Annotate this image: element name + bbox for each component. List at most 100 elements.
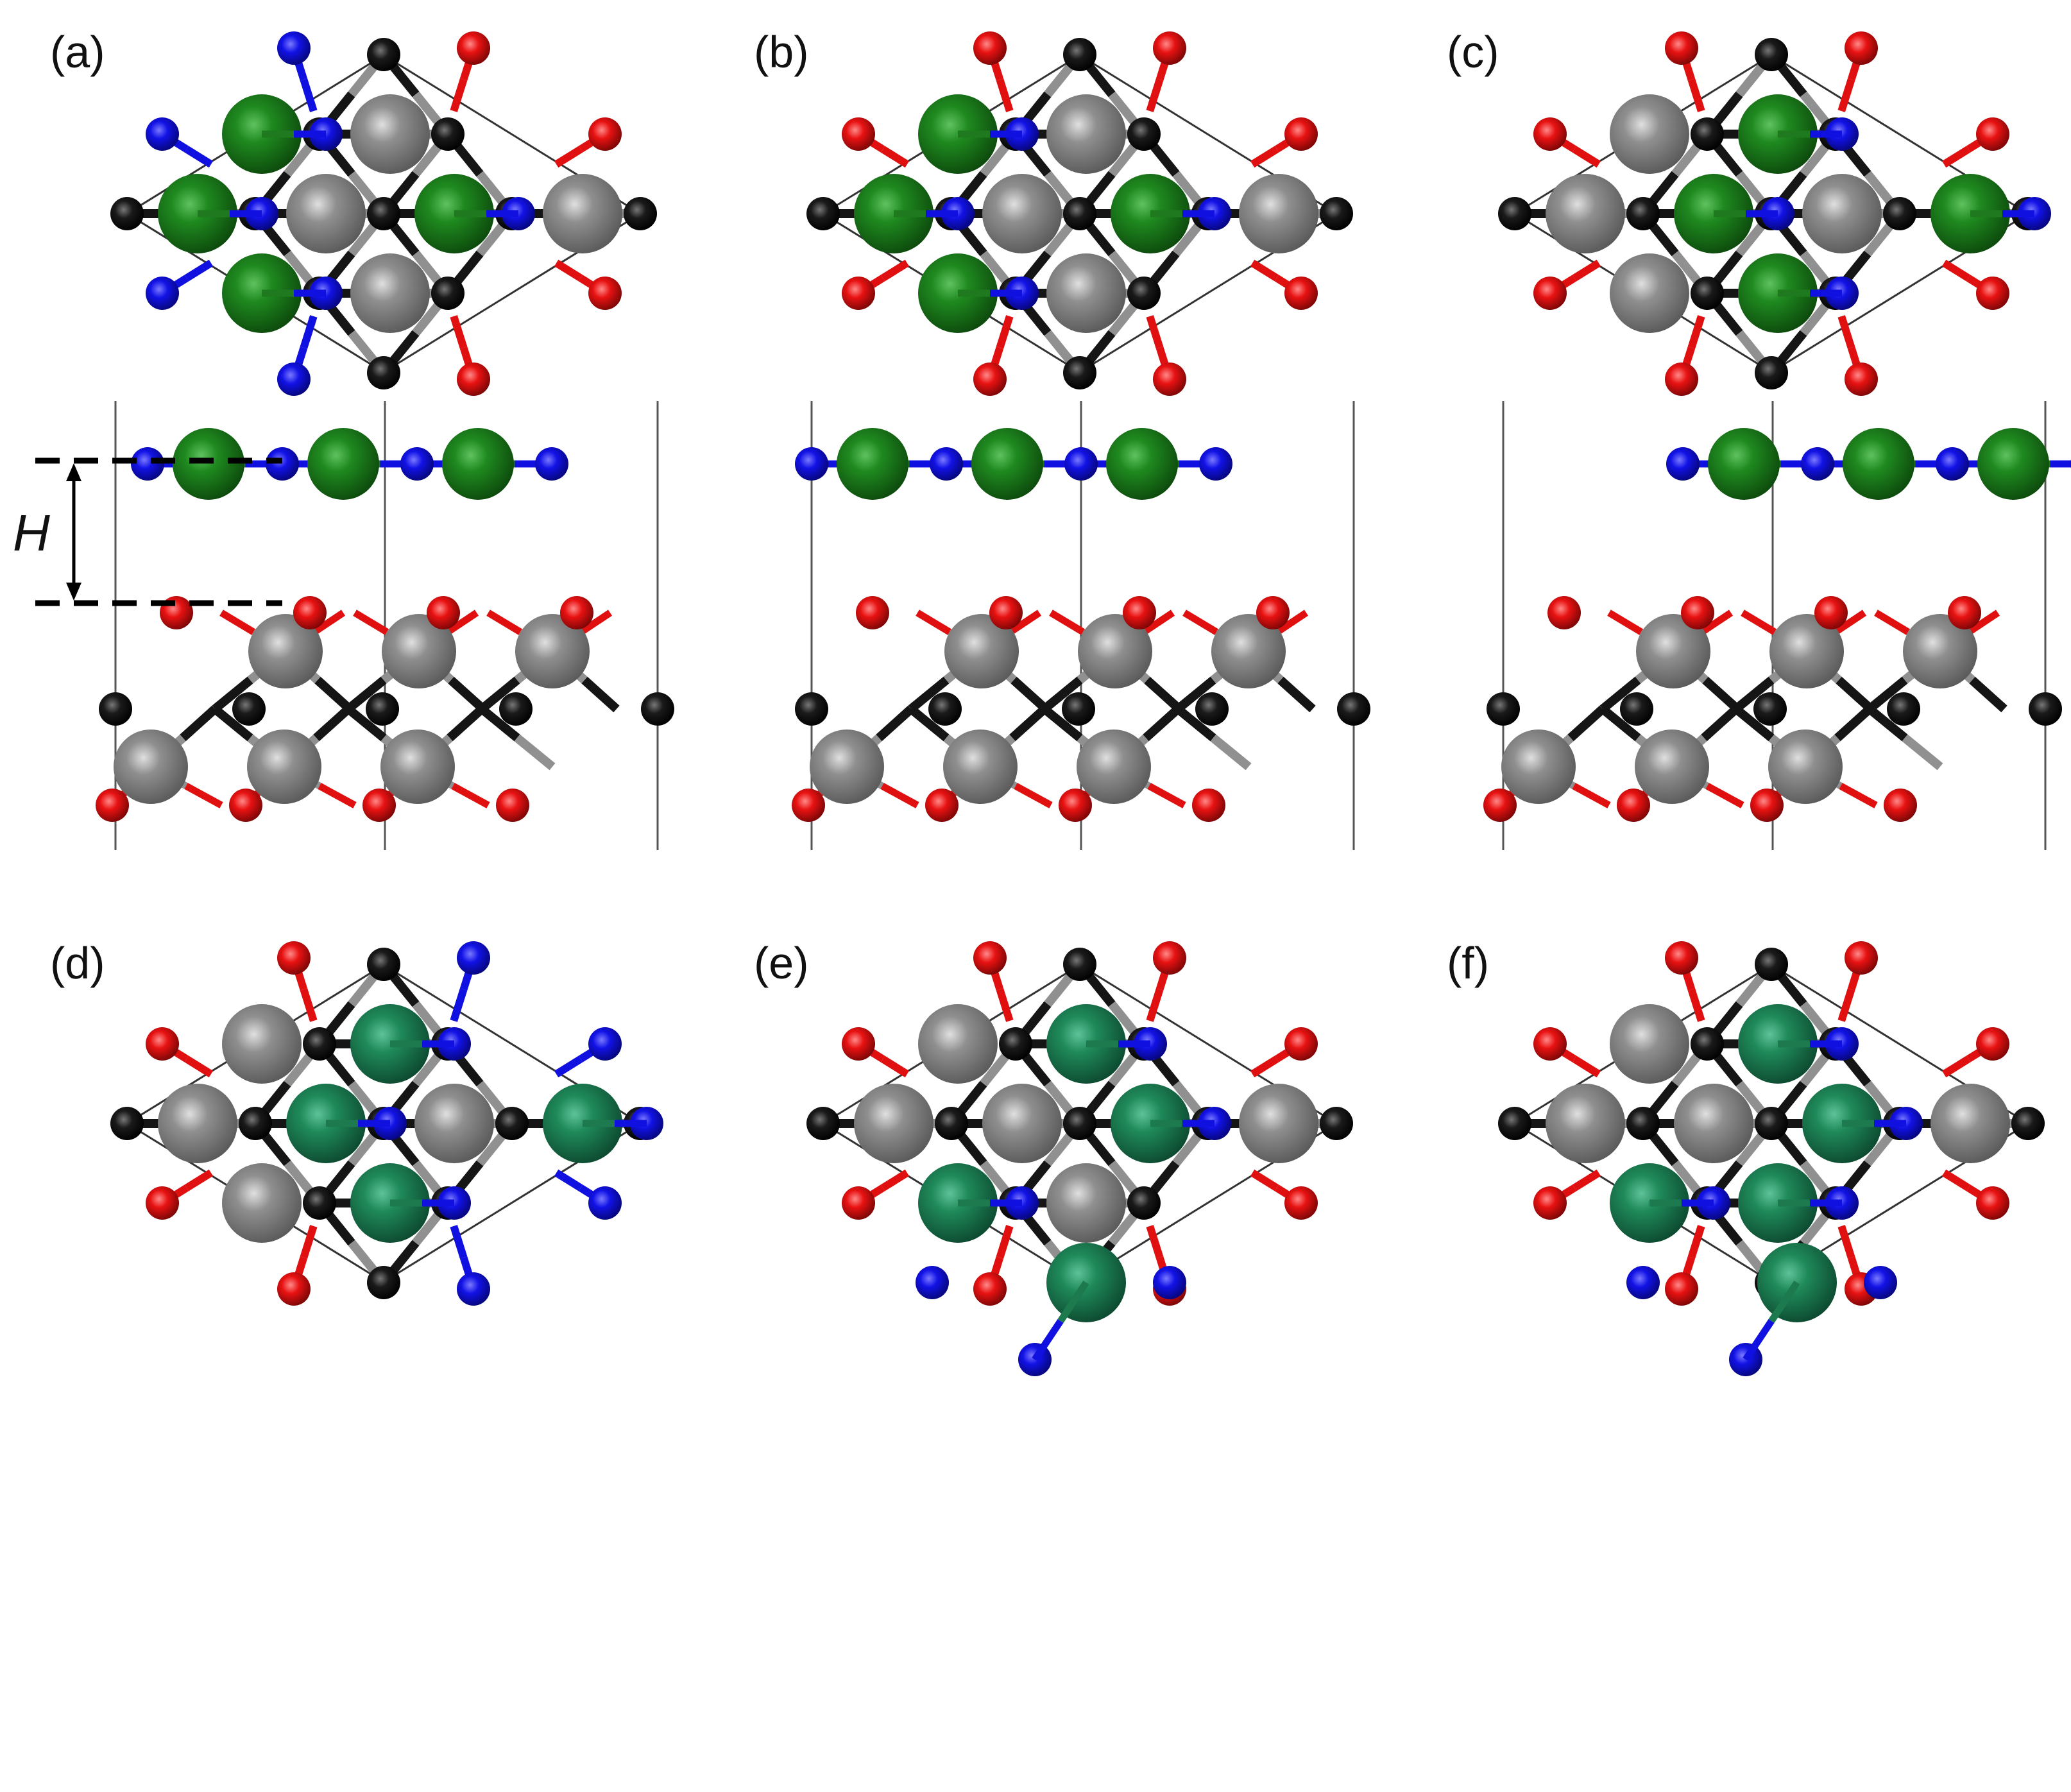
- atom: [2011, 1107, 2045, 1140]
- atom: [277, 363, 311, 396]
- atom: [944, 614, 1019, 688]
- atom: [457, 1272, 490, 1306]
- atom: [1883, 197, 1916, 230]
- atom: [795, 447, 828, 481]
- atom: [543, 174, 622, 253]
- atom: [380, 730, 455, 804]
- atom: [1284, 1027, 1318, 1061]
- atom: [1153, 31, 1186, 65]
- atom: [1610, 253, 1689, 333]
- atom: [641, 692, 674, 726]
- atom: [1884, 789, 1917, 822]
- atom: [930, 447, 963, 481]
- atom: [1768, 730, 1843, 804]
- atom: [1843, 428, 1914, 500]
- atom: [842, 277, 875, 310]
- atom: [1127, 117, 1161, 151]
- panel-b: [792, 31, 1370, 850]
- atom: [1845, 31, 1878, 65]
- atom: [457, 941, 490, 975]
- atom: [854, 1084, 933, 1163]
- atom: [971, 428, 1043, 500]
- atom: [1665, 1272, 1698, 1306]
- atom: [535, 447, 568, 481]
- atom: [1127, 1186, 1161, 1220]
- atom: [1498, 1107, 1531, 1140]
- atom: [842, 1027, 875, 1061]
- atom: [367, 1266, 400, 1299]
- atom: [795, 692, 828, 726]
- atom: [247, 730, 321, 804]
- atom: [173, 428, 244, 500]
- atom: [1976, 117, 2009, 151]
- atom: [837, 428, 908, 500]
- atom: [229, 789, 262, 822]
- atom: [457, 31, 490, 65]
- atom: [1814, 596, 1848, 629]
- atom: [427, 596, 460, 629]
- atom: [146, 277, 179, 310]
- atom: [1845, 941, 1878, 975]
- atom: [856, 596, 889, 629]
- atom: [1063, 38, 1096, 71]
- atom: [114, 730, 188, 804]
- atom: [2029, 692, 2062, 726]
- atom: [1635, 730, 1709, 804]
- atom: [1062, 692, 1095, 726]
- atom: [1626, 1266, 1660, 1299]
- atom: [1487, 692, 1520, 726]
- atom: [367, 197, 400, 230]
- atom: [935, 1107, 968, 1140]
- atom: [1936, 447, 1969, 481]
- atom: [307, 428, 379, 500]
- atom: [1666, 447, 1700, 481]
- atom: [1708, 428, 1780, 500]
- atom: [350, 94, 430, 174]
- atom: [286, 174, 366, 253]
- atom: [1665, 941, 1698, 975]
- atom: [146, 1027, 179, 1061]
- atom: [1239, 174, 1318, 253]
- atom: [916, 1266, 949, 1299]
- atom: [1864, 1266, 1897, 1299]
- atom: [110, 197, 144, 230]
- atom: [1976, 277, 2009, 310]
- atom: [842, 117, 875, 151]
- atom: [1755, 356, 1788, 389]
- panel-label-b: (b): [754, 27, 809, 77]
- atom: [1887, 692, 1920, 726]
- atom: [1691, 277, 1724, 310]
- atom: [1063, 948, 1096, 981]
- atom: [588, 277, 622, 310]
- atom: [1123, 596, 1156, 629]
- atom: [515, 614, 590, 688]
- atom: [982, 1084, 1062, 1163]
- atom: [1977, 428, 2049, 500]
- atom: [1153, 1266, 1186, 1299]
- atom: [277, 941, 311, 975]
- atom: [1501, 730, 1576, 804]
- atom: [239, 1107, 272, 1140]
- atom: [366, 692, 399, 726]
- atom: [367, 38, 400, 71]
- atom: [1546, 1084, 1625, 1163]
- atom: [499, 692, 533, 726]
- atom: [810, 730, 884, 804]
- atom: [943, 730, 1018, 804]
- atom: [1802, 174, 1882, 253]
- atom: [457, 363, 490, 396]
- atom: [146, 117, 179, 151]
- atom: [367, 948, 400, 981]
- atom: [303, 1027, 336, 1061]
- atom: [973, 1272, 1007, 1306]
- atom: [495, 1107, 529, 1140]
- atom: [1284, 277, 1318, 310]
- atom: [989, 596, 1023, 629]
- atom: [1106, 428, 1178, 500]
- panel-label-c: (c): [1447, 27, 1499, 77]
- panel-label-d: (d): [50, 938, 105, 988]
- atom: [1320, 197, 1353, 230]
- atom: [624, 197, 657, 230]
- atom: [222, 1004, 302, 1084]
